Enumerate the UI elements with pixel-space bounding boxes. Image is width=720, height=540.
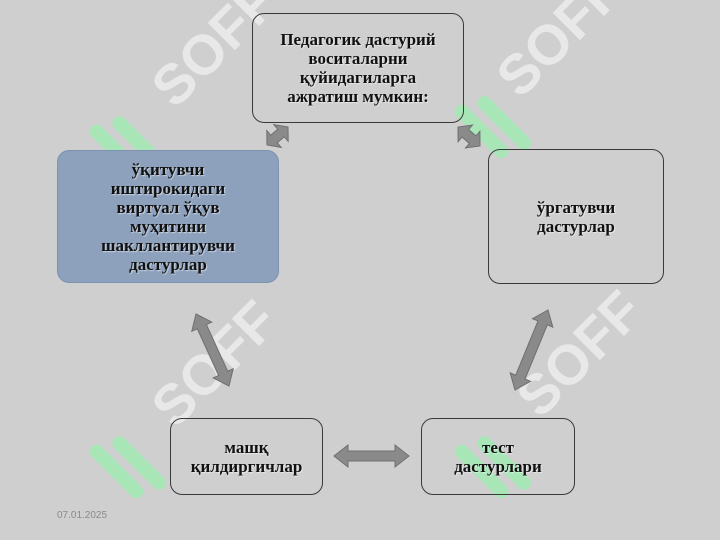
node-exercisers: машқ қилдиргичлар <box>170 418 323 495</box>
slide-date: 07.01.2025 <box>57 510 108 521</box>
double-arrow-left-bottom-left <box>191 313 234 387</box>
node-virtual-environment-programs: ўқитувчи иштирокидаги виртуал ўқув муҳит… <box>57 150 279 283</box>
node-line: дастурлари <box>454 456 542 476</box>
node-teaching-programs-text: ўргатувчи дастурлар <box>537 198 615 236</box>
node-line: ўргатувчи <box>536 197 616 217</box>
node-line: дастурлар <box>129 254 207 274</box>
node-line: иштирокидаги <box>110 178 226 198</box>
double-arrow-bottom-left-bottom-right <box>333 443 410 469</box>
node-test-programs: тест дастурлари <box>421 418 575 495</box>
node-line: шакллантирувчи <box>101 235 235 255</box>
node-line: машқ <box>224 437 269 457</box>
double-arrow-right-bottom-right <box>509 309 554 391</box>
node-root-text: Педагогик дастурий воситаларни қуйидагил… <box>280 30 435 106</box>
node-line: қилдиргичлар <box>190 456 303 476</box>
double-arrow-top-right <box>457 124 481 149</box>
node-line: ўқитувчи <box>131 159 205 179</box>
double-arrow-top-left <box>266 123 289 149</box>
node-line: тест <box>482 437 514 457</box>
node-exercisers-text: машқ қилдиргичлар <box>191 438 303 476</box>
node-root-line: ажратиш мумкин: <box>287 87 429 106</box>
node-root-line: қуйидагиларга <box>299 68 417 87</box>
node-teaching-programs: ўргатувчи дастурлар <box>488 149 664 284</box>
node-root-line: воситаларни <box>308 49 408 68</box>
node-line: виртуал ўқув <box>116 197 220 217</box>
node-line: муҳитини <box>129 216 207 236</box>
node-line: дастурлар <box>537 216 615 236</box>
node-test-programs-text: тест дастурлари <box>454 438 542 476</box>
node-root-line: Педагогик дастурий <box>280 30 436 49</box>
node-root: Педагогик дастурий воситаларни қуйидагил… <box>252 13 464 123</box>
node-virtual-environment-text: ўқитувчи иштирокидаги виртуал ўқув муҳит… <box>101 160 235 274</box>
